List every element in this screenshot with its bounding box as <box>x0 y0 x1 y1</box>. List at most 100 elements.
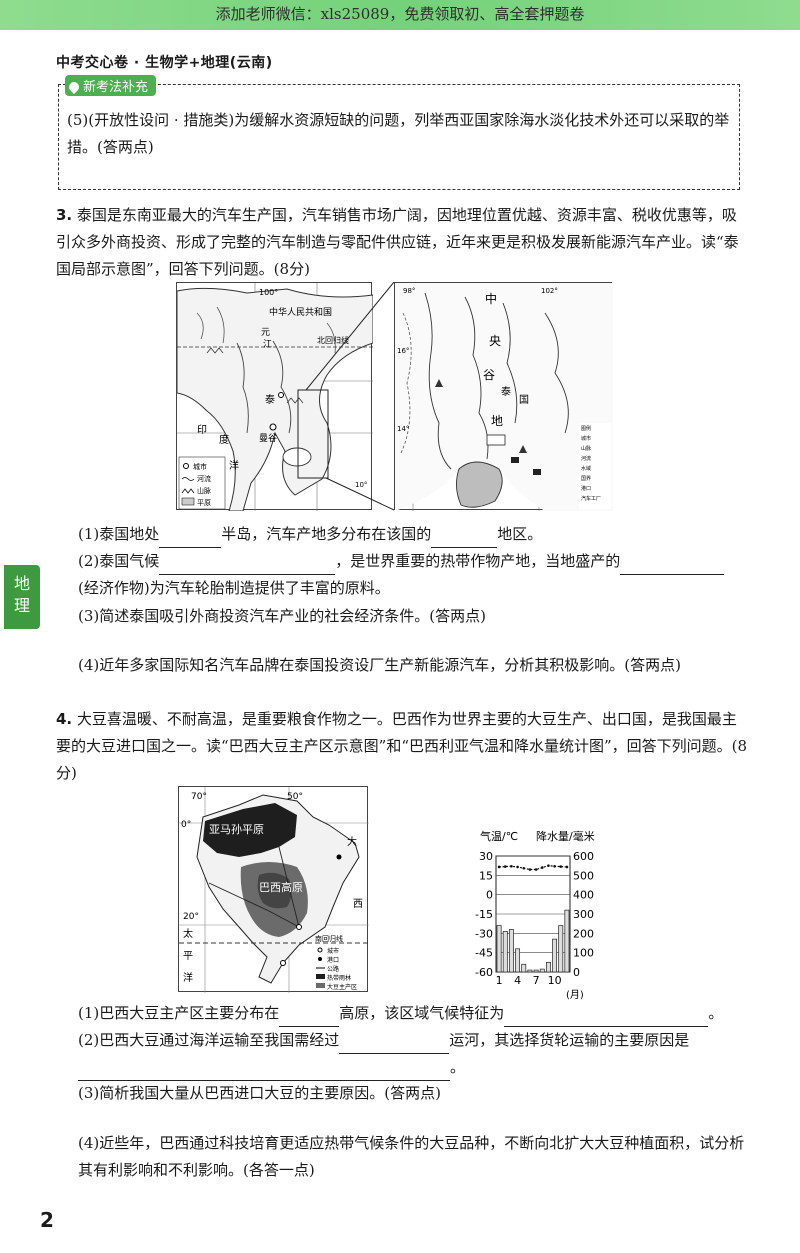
chart-left-tick-label: -30 <box>475 927 493 940</box>
precip-bar-10 <box>552 938 558 973</box>
brazil-legend-soy: 大豆主产区 <box>327 983 357 991</box>
map-right-legend-3: 河流 <box>581 455 591 462</box>
chart-left-tick-label: 0 <box>486 889 493 902</box>
brazil-ocean-xi: 西 <box>353 899 363 910</box>
q3-sub1: (1)泰国地处半岛，汽车产地多分布在该国的地区。 <box>78 521 758 548</box>
temperature-line <box>499 865 567 871</box>
chart-x-tick-label: 10 <box>548 974 562 987</box>
map-right-legend-5: 国界 <box>581 476 591 482</box>
tip-text: (5)(开放性设问 · 措施类)为缓解水资源短缺的问题，列举西亚国家除海水淡化技… <box>67 111 730 156</box>
q3-s1-b: 半岛，汽车产地多分布在该国的 <box>221 525 432 543</box>
q4-s1-blank2[interactable] <box>504 1009 709 1027</box>
map-left-legend-plain: 平原 <box>197 499 211 507</box>
chart-right-tick-label: 100 <box>573 947 594 960</box>
map-right-legend-4: 水域 <box>581 465 591 472</box>
q4-s2-blank1[interactable] <box>339 1036 450 1054</box>
chart-bars <box>496 909 570 973</box>
tip-box: 新考法补充 (5)(开放性设问 · 措施类)为缓解水资源短缺的问题，列举西亚国家… <box>58 75 740 190</box>
brazil-legend-port: 港口 <box>327 956 339 964</box>
q4-s2-c: 。 <box>450 1058 466 1076</box>
temperature-point-8 <box>540 866 544 869</box>
q4-s2-a: (2)巴西大豆通过海洋运输至我国需经过 <box>78 1031 340 1049</box>
chart-right-tick-label: 500 <box>573 869 594 882</box>
brazil-soybean-map: 70° 50° 0° 20° 亚马孙平原 巴西高原 南回归线 大 西 洋 太 平… <box>178 786 369 993</box>
brazil-lat0: 0° <box>181 820 191 830</box>
chart-left-tick-label: -45 <box>475 947 493 960</box>
thailand-detail-map: 98° 102° 16° 14° 中 央 谷 地 泰 国 图例 城市 山脉 河流… <box>394 282 613 511</box>
chart-right-tick-label: 400 <box>573 889 594 902</box>
map-right-legend-2: 山脉 <box>581 445 591 452</box>
q3-number: 3. <box>56 206 73 224</box>
temperature-point-11 <box>559 865 563 868</box>
precip-bar-3 <box>508 929 514 973</box>
map-left-tropic: 北回归线 <box>317 335 349 345</box>
chart-left-tick-label: -60 <box>475 966 493 979</box>
brazil-legend-rainforest: 热带雨林 <box>327 974 351 982</box>
q3-s1-blank2[interactable] <box>431 530 498 548</box>
map-left-yang: 洋 <box>229 459 239 472</box>
q3-sub4: (4)近年多家国际知名汽车品牌在泰国投资设厂生产新能源汽车，分析其积极影响。(答… <box>78 656 681 674</box>
brazil-legend-road: 公路 <box>327 965 339 973</box>
q3-sub3: (3)简述泰国吸引外商投资汽车产业的社会经济条件。(答两点) <box>78 607 486 625</box>
chart-x-tick-label: 7 <box>533 974 540 987</box>
q4-number: 4. <box>56 710 73 728</box>
q3-s1-blank1[interactable] <box>159 530 222 548</box>
q3-s2-blank1[interactable] <box>159 557 336 575</box>
brazil-ocean-tai: 太 <box>183 927 193 940</box>
map-right-gu: 谷 <box>483 368 495 382</box>
q4-sub4: (4)近些年，巴西通过科技培育更适应热带气候条件的大豆品种，不断向北扩大大豆种植… <box>78 1134 745 1179</box>
chart-temperature-line <box>497 864 569 871</box>
temperature-point-1 <box>497 865 501 869</box>
q3-s2-blank2[interactable] <box>620 557 725 575</box>
brazil-ocean-yang2: 洋 <box>183 971 193 984</box>
map-right-legend-0: 图例 <box>581 425 591 432</box>
q4-sub1: (1)巴西大豆主产区主要分布在 高原，该区域气候特征为 。 <box>78 1000 758 1027</box>
map-connector-lines <box>297 282 395 511</box>
q3-intro-block: 3. 泰国是东南亚最大的汽车生产国，汽车销售市场广阔，因地理位置优越、资源丰富、… <box>56 202 748 283</box>
chart-right-tick-label: 600 <box>573 850 594 863</box>
temperature-point-5 <box>522 866 526 870</box>
q4-intro: 大豆喜温暖、不耐高温，是重要粮食作物之一。巴西作为世界主要的大豆生产、出口国，是… <box>56 710 748 782</box>
map-left-bangkok: 曼谷 <box>259 433 277 444</box>
q4-s1-blank1[interactable] <box>279 1009 340 1027</box>
chart-left-tick-label: 15 <box>479 869 493 882</box>
q3-s1-a: (1)泰国地处 <box>78 525 160 543</box>
temperature-point-10 <box>553 865 556 868</box>
top-banner: 添加老师微信：xls25089，免费领取初、高全套押题卷 <box>0 0 800 30</box>
map-right-zhong: 中 <box>485 291 497 306</box>
q3-intro: 泰国是东南亚最大的汽车生产国，汽车销售市场广阔，因地理位置优越、资源丰富、税收优… <box>56 206 739 278</box>
map-right-legend-6: 港口 <box>581 485 591 492</box>
brazil-lon2: 50° <box>287 792 303 802</box>
temperature-point-3 <box>510 865 513 868</box>
tip-tag: 新考法补充 <box>65 75 157 96</box>
brazil-ocean-da: 大 <box>347 835 357 848</box>
pin-icon <box>66 79 82 95</box>
chart-ylabel-left: 气温/℃ <box>480 829 518 843</box>
map-left-lon: 100° <box>259 288 278 297</box>
q4-s2-blank2[interactable] <box>78 1063 450 1081</box>
map-right-tai: 泰 <box>501 385 511 398</box>
precip-bar-2 <box>502 931 508 973</box>
brazil-legend-city: 城市 <box>327 947 339 955</box>
q4-s1-c: 。 <box>708 1004 724 1022</box>
chart-ylabel-right: 降水量/毫米 <box>536 829 595 843</box>
temperature-point-4 <box>516 865 519 869</box>
map-left-yuan: 元 <box>261 328 270 338</box>
chart-left-tick-label: -15 <box>475 908 493 921</box>
map-left-legend-city: 城市 <box>193 462 207 471</box>
brazil-lon1: 70° <box>191 792 207 802</box>
tip-tag-label: 新考法补充 <box>83 80 149 95</box>
q4-s1-b: 高原，该区域气候特征为 <box>339 1004 505 1022</box>
page-header: 中考交心卷 · 生物学+地理(云南) <box>56 55 273 71</box>
q4-s1-a: (1)巴西大豆主产区主要分布在 <box>78 1004 280 1022</box>
precip-bar-4 <box>515 948 521 973</box>
map-left-country: 中华人民共和国 <box>269 306 332 318</box>
precip-bar-7 <box>533 969 539 973</box>
map-left-jiang: 江 <box>263 339 272 350</box>
map-right-di: 地 <box>491 414 503 428</box>
chart-right-tick-label: 300 <box>573 908 594 921</box>
map-right-legend-1: 城市 <box>581 435 591 442</box>
